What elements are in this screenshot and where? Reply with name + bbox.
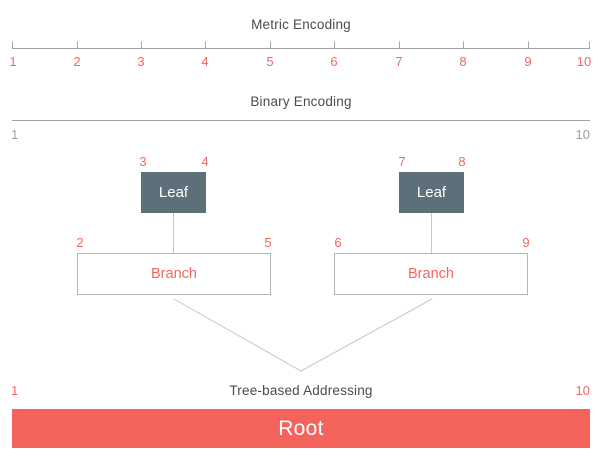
metric-tick-label: 8 bbox=[459, 54, 467, 69]
branch-label: Branch bbox=[151, 266, 197, 282]
root-label: Root bbox=[278, 416, 324, 440]
branch-range-start: 2 bbox=[76, 235, 84, 250]
branch-node: Branch bbox=[334, 253, 528, 295]
binary-end-label: 10 bbox=[575, 127, 590, 142]
metric-tick-label: 1 bbox=[9, 54, 17, 69]
leaf-range-end: 8 bbox=[458, 154, 466, 169]
branch-range-end: 5 bbox=[264, 235, 272, 250]
binary-encoding-title: Binary Encoding bbox=[250, 94, 352, 109]
branch-range-start: 6 bbox=[334, 235, 342, 250]
leaf-node: Leaf bbox=[399, 172, 464, 213]
leaf-range-start: 3 bbox=[139, 154, 147, 169]
root-range-start: 1 bbox=[11, 383, 19, 398]
metric-tick-label: 10 bbox=[576, 54, 592, 69]
metric-tick-label: 9 bbox=[524, 54, 532, 69]
metric-tick-label: 2 bbox=[73, 54, 81, 69]
leaf-label: Leaf bbox=[416, 184, 447, 201]
metric-tick-label: 3 bbox=[137, 54, 145, 69]
branch-node: Branch bbox=[77, 253, 271, 295]
metric-encoding-title: Metric Encoding bbox=[251, 17, 351, 32]
leaf-range-end: 4 bbox=[201, 154, 209, 169]
leaf-node: Leaf bbox=[141, 172, 206, 213]
branch-root-connector bbox=[173, 298, 433, 372]
root-node: Root bbox=[12, 409, 590, 448]
metric-tick-label: 5 bbox=[266, 54, 274, 69]
tree-addressing-title: Tree-based Addressing bbox=[229, 383, 373, 398]
branch-range-end: 9 bbox=[522, 235, 530, 250]
leaf-range-start: 7 bbox=[398, 154, 406, 169]
leaf-label: Leaf bbox=[158, 184, 189, 201]
binary-start-label: 1 bbox=[11, 127, 19, 142]
metric-tick-label: 7 bbox=[395, 54, 403, 69]
metric-ruler-ticks bbox=[12, 41, 590, 49]
metric-tick-label: 4 bbox=[201, 54, 209, 69]
root-range-end: 10 bbox=[575, 383, 590, 398]
branch-label: Branch bbox=[408, 266, 454, 282]
metric-tick-label: 6 bbox=[330, 54, 338, 69]
